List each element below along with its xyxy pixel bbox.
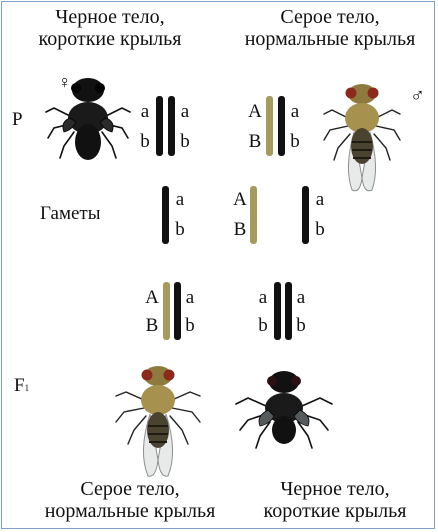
f1-subscript: 1 bbox=[25, 383, 30, 393]
allele-A: A bbox=[248, 102, 262, 122]
f1-left-caption: Серое тело, нормальные крылья bbox=[20, 478, 240, 522]
allele-A: A bbox=[233, 190, 247, 210]
chromosome-black bbox=[285, 282, 292, 340]
allele-b: b bbox=[288, 132, 302, 152]
chromosome-gray bbox=[250, 186, 257, 244]
chromosome-gray bbox=[266, 96, 273, 156]
female-caption-line-1: Черное тело, bbox=[10, 6, 210, 28]
f1-letter: F bbox=[14, 375, 25, 396]
gray-fly-normal-wings-icon bbox=[112, 360, 204, 480]
allele-b: b bbox=[294, 316, 308, 336]
allele-a: a bbox=[183, 288, 197, 308]
male-caption-line-2: нормальные крылья bbox=[225, 28, 435, 50]
allele-a: a bbox=[138, 102, 152, 122]
allele-b: b bbox=[313, 220, 327, 240]
male-symbol: ♂ bbox=[410, 86, 425, 106]
chromosome-black bbox=[156, 96, 163, 156]
chromosome-black bbox=[174, 282, 181, 340]
f1-right-caption-line-2: короткие крылья bbox=[240, 500, 430, 522]
f1-right-caption-line-1: Черное тело, bbox=[240, 478, 430, 500]
female-caption-line-2: короткие крылья bbox=[10, 28, 210, 50]
chromosome-black bbox=[162, 186, 169, 244]
gray-fly-normal-wings-icon bbox=[320, 78, 404, 196]
chromosome-black bbox=[274, 282, 281, 340]
allele-b: b bbox=[173, 220, 187, 240]
generation-f1-label: F1 bbox=[14, 376, 29, 398]
allele-a: a bbox=[256, 288, 270, 308]
gametes-label: Гаметы bbox=[40, 204, 100, 224]
allele-a: a bbox=[294, 288, 308, 308]
allele-a: a bbox=[173, 190, 187, 210]
allele-b: b bbox=[256, 316, 270, 336]
allele-B: B bbox=[233, 220, 247, 240]
allele-B: B bbox=[145, 316, 159, 336]
allele-b: b bbox=[183, 316, 197, 336]
generation-p-label: P bbox=[12, 110, 23, 130]
allele-B: B bbox=[248, 132, 262, 152]
f1-left-caption-line-1: Серое тело, bbox=[20, 478, 240, 500]
chromosome-black bbox=[302, 186, 309, 244]
allele-A: A bbox=[145, 288, 159, 308]
allele-a: a bbox=[288, 102, 302, 122]
chromosome-black bbox=[278, 96, 285, 156]
male-parent-caption: Серое тело, нормальные крылья bbox=[225, 6, 435, 50]
allele-b: b bbox=[138, 132, 152, 152]
chromosome-black bbox=[168, 96, 175, 156]
black-fly-short-wings-icon bbox=[232, 366, 336, 450]
f1-left-caption-line-2: нормальные крылья bbox=[20, 500, 240, 522]
female-parent-caption: Черное тело, короткие крылья bbox=[10, 6, 210, 50]
chromosome-gray bbox=[163, 282, 170, 340]
allele-a: a bbox=[178, 102, 192, 122]
f1-right-caption: Черное тело, короткие крылья bbox=[240, 478, 430, 522]
black-fly-short-wings-icon bbox=[40, 68, 136, 164]
male-caption-line-1: Серое тело, bbox=[225, 6, 435, 28]
allele-b: b bbox=[178, 132, 192, 152]
